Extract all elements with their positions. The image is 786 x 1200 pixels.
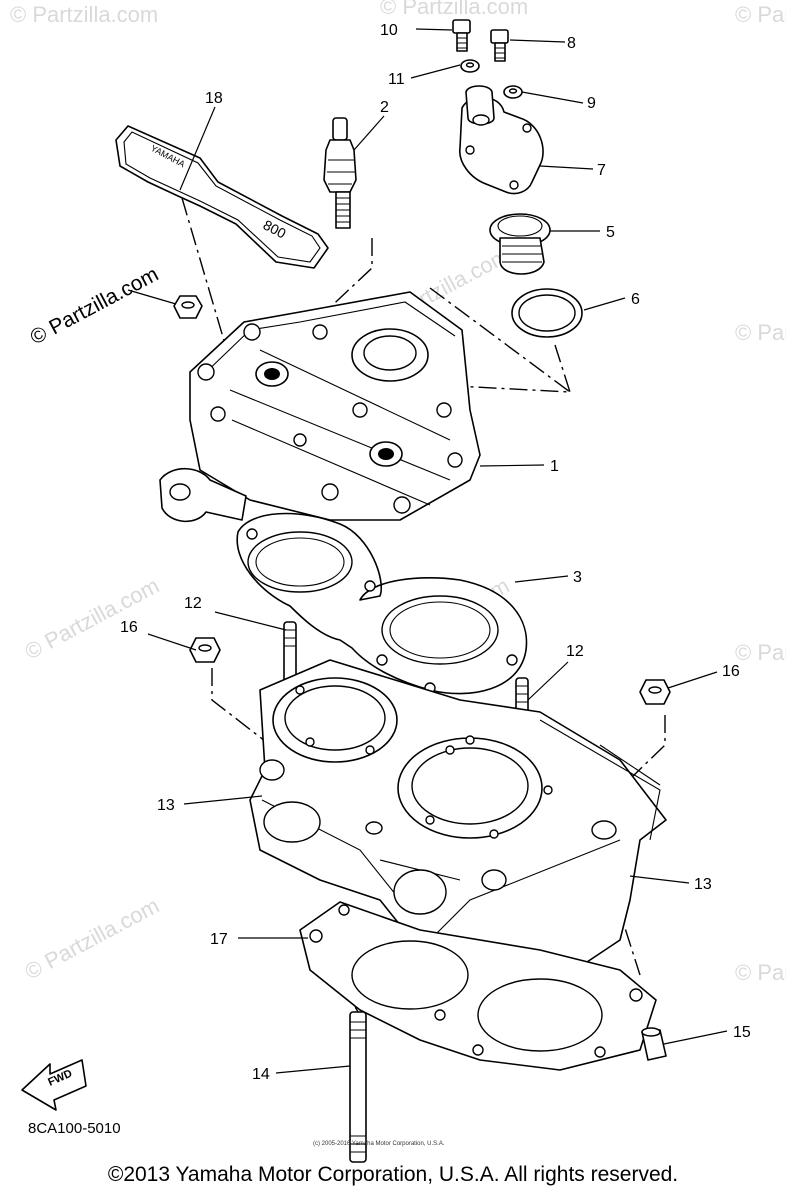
long-stud [349, 1011, 367, 1163]
washer-11 [460, 59, 480, 73]
watermark: © Partzilla.com [380, 0, 528, 19]
nut-right [639, 679, 671, 705]
callout-8: 8 [567, 35, 576, 52]
callout-16: 16 [722, 663, 740, 680]
callout-13: 13 [694, 876, 712, 893]
watermark: © Partzilla.com [735, 2, 786, 27]
callout-1: 1 [550, 458, 559, 475]
diagram-code: 8CA100-5010 [28, 1120, 121, 1137]
cylinder-head [159, 291, 481, 523]
callout-2: 2 [380, 99, 389, 116]
callout-13: 13 [157, 797, 175, 814]
bolt-8 [490, 29, 509, 62]
base-gasket [299, 901, 657, 1071]
emblem-plate: YAMAHA 800 [115, 125, 329, 269]
watermark: © Partzilla.com [10, 2, 158, 27]
callout-11: 11 [388, 71, 405, 88]
bolt-10 [452, 19, 471, 52]
watermark: © Partzilla.com [735, 320, 786, 345]
callout-5: 5 [606, 224, 615, 241]
leader-lines [127, 28, 728, 1074]
watermark: © Partzilla.com [21, 893, 164, 985]
o-ring [511, 288, 583, 338]
callout-15: 15 [733, 1024, 751, 1041]
nut-left [189, 637, 221, 663]
cylinder-block [249, 659, 667, 986]
callout-labels: 18 2 10 11 8 9 7 5 6 1 3 12 12 16 16 13 … [120, 22, 751, 1083]
callout-18: 18 [205, 90, 223, 107]
callout-3: 3 [573, 569, 582, 586]
thermostat-cover [459, 85, 544, 195]
watermark: © Partzilla.com [27, 263, 163, 350]
callout-17: 17 [210, 931, 228, 948]
watermark: © Partzilla.com [21, 573, 164, 665]
washer-9 [503, 85, 523, 99]
watermark: © Partzilla.com [735, 640, 786, 665]
callout-16: 16 [120, 619, 138, 636]
callout-9: 9 [587, 95, 596, 112]
spark-plug [323, 117, 357, 229]
fwd-arrow-icon: FWD [21, 1059, 87, 1111]
callout-7: 7 [597, 162, 606, 179]
callout-6: 6 [631, 291, 640, 308]
dowel-pin [641, 1027, 667, 1061]
nut-head [173, 295, 203, 319]
callout-10: 10 [380, 22, 398, 39]
tiny-credit: (c) 2005-2016 Yamaha Motor Corporation, … [313, 1141, 445, 1147]
callout-12: 12 [566, 643, 584, 660]
watermark: © Partzilla.com [735, 960, 786, 985]
callout-14: 14 [252, 1066, 270, 1083]
callout-12: 12 [184, 595, 202, 612]
head-gasket [236, 512, 528, 695]
thermostat [489, 213, 551, 275]
copyright-notice: ©2013 Yamaha Motor Corporation, U.S.A. A… [107, 1163, 679, 1186]
